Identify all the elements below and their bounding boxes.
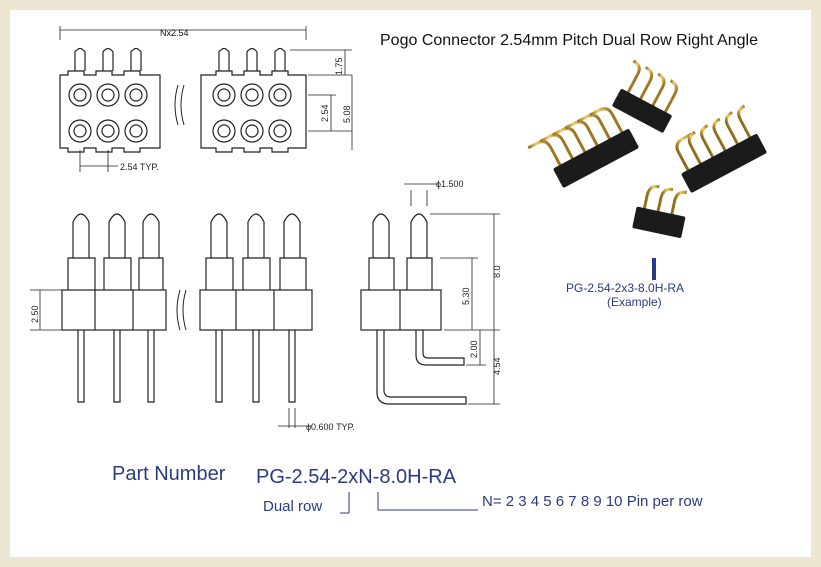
side-view <box>360 213 467 405</box>
connector-illustration-2 <box>608 59 678 148</box>
tip-diameter-label: ϕ1.500 <box>436 179 464 189</box>
offset-454-label: 4.54 <box>492 357 502 375</box>
contact-holes <box>68 83 292 143</box>
total-height-label: 8.0 <box>492 265 502 278</box>
top-view-dimensions <box>59 26 353 172</box>
height-254-label: 2.54 <box>320 104 330 122</box>
insulator-height-label: 2.50 <box>30 305 40 323</box>
part-number-label: Part Number <box>112 463 226 485</box>
product-photo <box>527 59 773 280</box>
part-number-leaders <box>340 492 478 514</box>
pitch-total-label: Nx2.54 <box>160 28 189 38</box>
pitch-typ-label: 2.54 TYP. <box>120 162 159 172</box>
connector-illustration-3 <box>675 104 773 212</box>
above-height-label: 5.30 <box>461 287 471 305</box>
part-number-value: PG-2.54-2xN-8.0H-RA <box>256 466 457 488</box>
height-508-label: 5.08 <box>342 105 352 123</box>
top-view <box>59 47 307 153</box>
example-note: (Example) <box>607 295 662 309</box>
drawing-canvas <box>10 10 811 557</box>
connector-illustration-example <box>632 184 687 258</box>
dual-row-label: Dual row <box>263 498 323 515</box>
side-view-dimensions <box>404 183 500 405</box>
front-view-dimensions <box>30 289 312 428</box>
front-view <box>61 213 313 403</box>
pin-diameter-label: ϕ0.600 TYP. <box>306 422 355 432</box>
connector-illustration-1 <box>527 107 646 209</box>
offset-200-label: 2.00 <box>469 340 479 358</box>
height-175-label: 1.75 <box>334 57 344 75</box>
example-part-name: PG-2.54-2x3-8.0H-RA <box>566 281 685 295</box>
n-description: N= 2 3 4 5 6 7 8 9 10 Pin per row <box>482 493 703 510</box>
diagram-title: Pogo Connector 2.54mm Pitch Dual Row Rig… <box>380 32 758 49</box>
